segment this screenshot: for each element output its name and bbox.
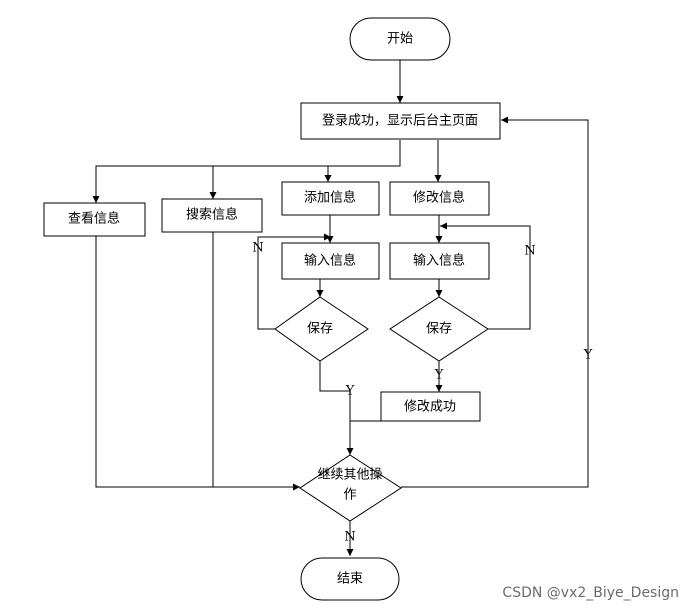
node-end: 结束: [300, 557, 400, 601]
node-continue-label-line1: 继续其他操: [317, 467, 382, 483]
edge-save-add-yes: [319, 361, 354, 455]
node-modify-success-label: 修改成功: [404, 400, 456, 415]
node-add: 添加信息: [281, 181, 380, 216]
edge-login-to-view: [92, 140, 401, 203]
node-input-add-label: 输入信息: [304, 253, 356, 269]
node-add-label: 添加信息: [304, 190, 356, 206]
edge-view-to-continue: [95, 236, 300, 491]
node-login-label: 登录成功，显示后台主页面: [322, 114, 478, 129]
node-continue: 继续其他操 作: [299, 454, 402, 522]
node-input-modify: 输入信息: [389, 242, 490, 280]
node-end-label: 结束: [337, 572, 363, 587]
node-modify-success: 修改成功: [380, 391, 481, 422]
label-save-add-yes: Y: [345, 384, 355, 399]
node-start-label: 开始: [387, 32, 413, 47]
node-save-add-label: 保存: [307, 322, 333, 337]
label-continue-no: N: [344, 530, 355, 545]
edge-labels: N Y N Y Y N: [252, 241, 592, 545]
label-save-modify-yes: Y: [434, 368, 444, 383]
label-save-modify-no: N: [524, 244, 535, 259]
node-start: 开始: [349, 17, 451, 61]
label-continue-yes: Y: [583, 348, 593, 363]
edges: [92, 60, 589, 556]
node-view-label: 查看信息: [68, 211, 120, 227]
node-search: 搜索信息: [161, 198, 263, 233]
edge-save-add-no-loop: [257, 233, 331, 330]
node-view: 查看信息: [43, 202, 146, 237]
label-save-add-no: N: [252, 241, 263, 256]
node-save-modify: 保存: [389, 296, 489, 362]
node-save-modify-label: 保存: [426, 322, 452, 337]
edge-continue-yes: [401, 116, 589, 488]
node-login: 登录成功，显示后台主页面: [300, 102, 501, 140]
node-input-modify-label: 输入信息: [413, 253, 465, 269]
node-input-add: 输入信息: [281, 242, 380, 280]
nodes: 开始 登录成功，显示后台主页面 查看信息 搜索信息 添加信息 修改信息 输入信息: [43, 17, 501, 601]
node-save-add: 保存: [274, 296, 369, 362]
node-search-label: 搜索信息: [186, 207, 238, 223]
watermark: CSDN @vx2_Biye_Design: [502, 585, 679, 601]
edge-save-modify-no-loop: [440, 222, 531, 330]
node-modify: 修改信息: [389, 181, 490, 216]
node-modify-label: 修改信息: [413, 190, 465, 206]
node-continue-label-line2: 作: [343, 488, 356, 503]
